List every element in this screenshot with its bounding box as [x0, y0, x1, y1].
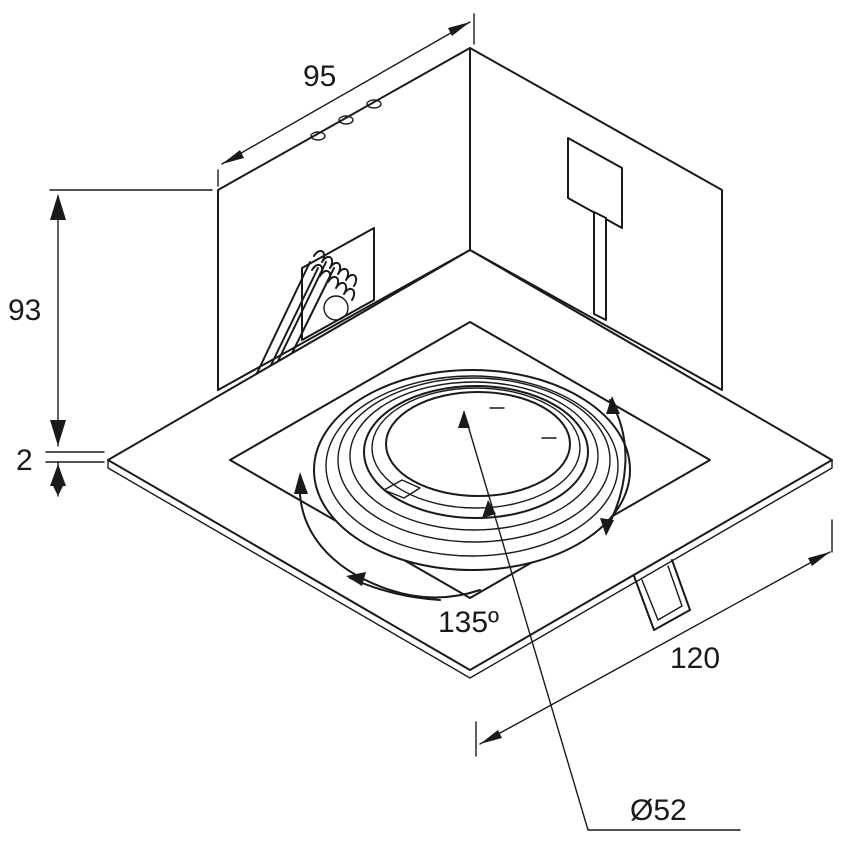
arrow-head: [458, 410, 470, 428]
arrow-head: [480, 730, 502, 744]
leader-line: [463, 411, 589, 831]
dim-line: [221, 21, 471, 165]
dimension-95: [217, 13, 475, 187]
dimple: [338, 115, 354, 125]
lamp-opening: [385, 391, 571, 497]
arrow-head: [808, 552, 830, 566]
label-width: 120: [670, 642, 721, 675]
housing-dimples: [310, 99, 382, 141]
tilt-arc-left: [298, 477, 481, 599]
arrow-head: [346, 572, 366, 586]
dimension-120: [475, 519, 833, 757]
arrow-head: [50, 194, 66, 220]
tilt-indicator: [294, 396, 627, 601]
spring-rivet: [323, 295, 349, 321]
tab-outline: [633, 559, 691, 631]
arrow-head: [50, 464, 66, 486]
arrow-tail: [52, 484, 64, 496]
label-height: 93: [8, 294, 42, 327]
label-flange: 2: [16, 444, 33, 477]
dimension-diameter: [458, 410, 741, 831]
left-spring-clip: [247, 227, 375, 399]
arrow-head: [606, 396, 620, 414]
label-tilt-angle: 135º: [438, 606, 500, 639]
arrow-head: [222, 150, 244, 164]
tab-inner: [641, 565, 683, 621]
spring-coil: [311, 263, 356, 301]
arrow-head: [294, 472, 308, 494]
dimple: [366, 99, 382, 109]
trim-thickness: [107, 459, 833, 679]
right-mounting-clip: [567, 137, 623, 321]
dimension-93: [49, 189, 213, 447]
arrow-head: [600, 518, 614, 536]
ring-groove-1: [325, 375, 619, 557]
clip-head: [567, 137, 623, 229]
arrow-head: [482, 500, 496, 518]
arrow-head: [50, 420, 66, 446]
label-depth: 95: [303, 60, 337, 93]
label-diameter: Ø52: [630, 794, 687, 827]
ring-groove-2: [337, 377, 611, 543]
spring-coil-back: [313, 249, 358, 287]
dimension-2: [45, 451, 105, 497]
ring-groove-3: [349, 381, 599, 531]
lamp-holder-inner: [371, 387, 581, 509]
bottom-spring-tab: [633, 559, 691, 631]
clip-shaft: [593, 211, 607, 321]
gimbal-ring: [313, 369, 631, 571]
dimple: [310, 131, 326, 141]
arrow-head: [448, 22, 470, 36]
retainer-clip: [383, 479, 421, 499]
dim-line: [479, 551, 831, 745]
